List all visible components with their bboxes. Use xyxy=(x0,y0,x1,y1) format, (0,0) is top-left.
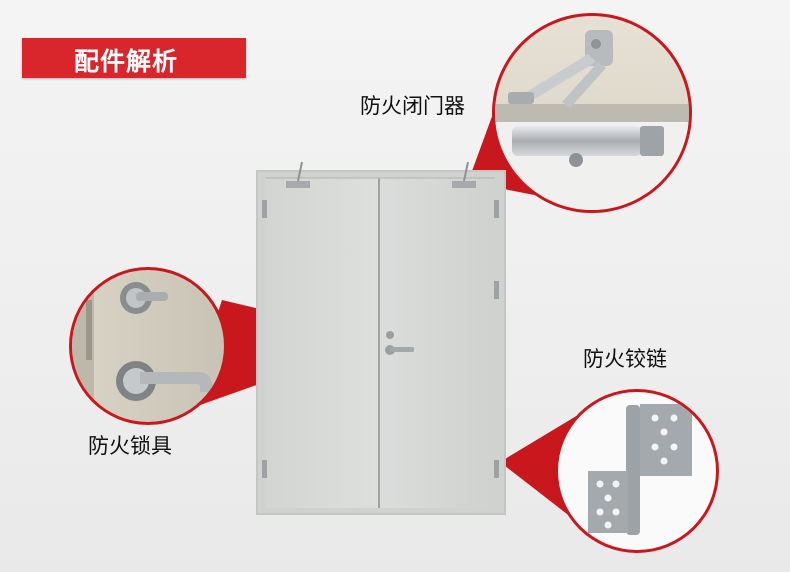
fire-door xyxy=(256,161,506,515)
flag-hinge-icon xyxy=(555,389,719,553)
door-closer-icon xyxy=(492,13,692,213)
lever-handle-icon xyxy=(69,267,227,425)
banner-title: 配件解析 xyxy=(74,47,179,76)
title-banner: 配件解析 xyxy=(22,38,246,78)
door-lock-label: 防火锁具 xyxy=(88,434,172,458)
door-closer-label: 防火闭门器 xyxy=(360,94,465,118)
left-door-leaf xyxy=(266,178,378,508)
door-hinge-label: 防火铰链 xyxy=(583,347,667,371)
right-door-leaf xyxy=(380,178,495,508)
